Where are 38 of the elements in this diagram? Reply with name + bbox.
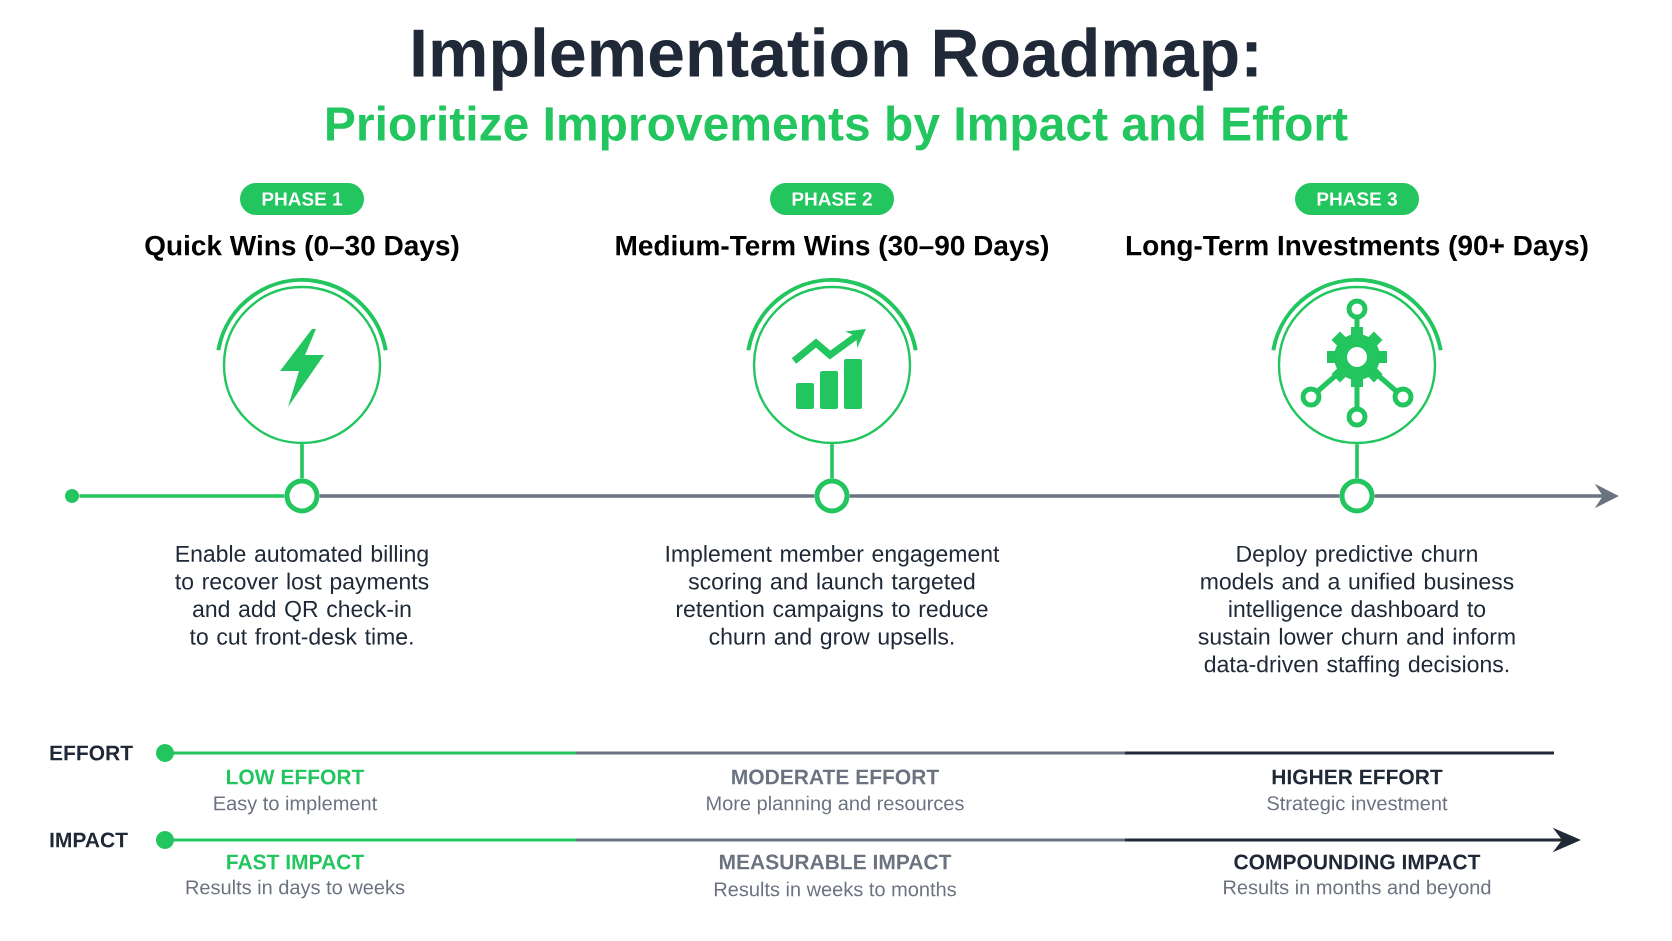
icon-circle [216, 278, 388, 445]
phase-badge: PHASE 3 [1295, 183, 1419, 215]
phase-badge: PHASE 1 [240, 183, 364, 215]
description-text: Enable automated billing to recover lost payments and add QR check-in to cut front-desk time. [175, 545, 429, 645]
timeline-marker [1339, 478, 1375, 514]
connector [849, 494, 1340, 498]
timeline-marker [814, 478, 850, 514]
row-label: EFFORT [50, 745, 133, 761]
level-note: Easy to implement [214, 795, 378, 815]
connector [300, 444, 304, 479]
connector [79, 494, 285, 498]
level-heading: LOW EFFORT [227, 769, 365, 785]
phase-heading: Medium-Term Wins (30–90 Days) [616, 234, 1048, 262]
icon-circle [1271, 278, 1443, 445]
phase-badge: PHASE 2 [770, 183, 894, 215]
level-heading: HIGHER EFFORT [1272, 769, 1443, 785]
phase-heading: Quick Wins (0–30 Days) [145, 234, 459, 262]
level-heading: COMPOUNDING IMPACT [1234, 854, 1481, 870]
timeline-marker [284, 478, 320, 514]
level-heading: FAST IMPACT [227, 854, 364, 870]
level-heading: MODERATE EFFORT [732, 769, 939, 785]
level-heading: MEASURABLE IMPACT [719, 854, 952, 870]
connector [1355, 444, 1359, 479]
connector [319, 494, 815, 498]
description-text: Implement member engagement scoring and launch targeted retention campaigns to reduce churn and grow upsells. [666, 545, 1000, 650]
connector [830, 444, 834, 479]
level-note: Strategic investment [1267, 795, 1448, 815]
start-dot [65, 489, 79, 503]
title: Implementation Roadmap: [413, 27, 1257, 91]
level-note: More planning and resources [707, 795, 964, 815]
level-note: Results in months and beyond [1224, 879, 1491, 899]
row-label: IMPACT [50, 832, 128, 848]
phase-heading: Long-Term Investments (90+ Days) [1126, 234, 1588, 262]
level-note: Results in weeks to months [714, 881, 956, 897]
subtitle: Prioritize Improvements by Impact and Effort [327, 105, 1348, 151]
level-note: Results in days to weeks [186, 879, 405, 899]
icon-circle [746, 278, 918, 445]
description-text: Deploy predictive churn models and a unified business intelligence dashboard to sustain lower churn and inform data-driven staffing decisions. [1198, 545, 1515, 677]
